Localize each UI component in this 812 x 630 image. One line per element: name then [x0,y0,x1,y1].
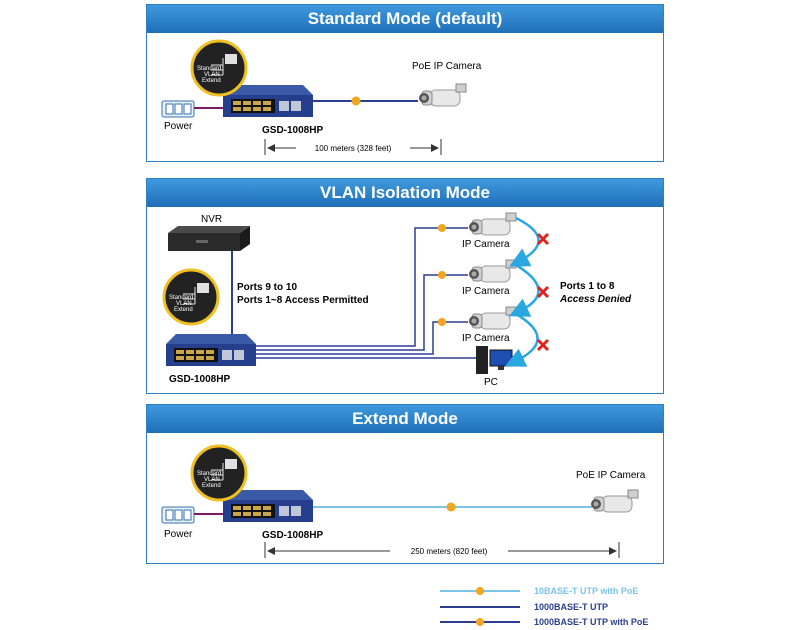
standard-power-outlet [161,100,195,118]
vlan-mode-sw-label-2: VLAN [176,301,192,307]
legend-label-1: 10BASE-T UTP with PoE [534,586,638,596]
standard-switch-label: GSD-1008HP [262,125,323,136]
extend-poe-marker [446,502,456,512]
nvr-icon [168,226,250,251]
vlan-switch-label: GSD-1008HP [169,374,230,385]
vlan-camera-icon-1 [468,212,517,236]
standard-mode-sw-label-3: Extend [202,78,221,84]
extend-switch-label: GSD-1008HP [262,530,323,541]
vlan-camera-icon-2 [468,259,517,283]
vlan-ports-denied-line2: Access Denied [559,294,632,305]
vlan-camera-label-1: IP Camera [462,239,510,250]
vlan-ports-upper-line2: Ports 1~8 Access Permitted [237,295,369,306]
vlan-ports-denied-line1: Ports 1 to 8 [560,281,615,292]
legend: 10BASE-T UTP with PoE 1000BASE-T UTP 100… [440,586,648,627]
standard-power-label: Power [164,121,193,132]
extend-mode-title: Extend Mode [147,405,663,433]
legend-item-1000base: 1000BASE-T UTP [440,602,608,612]
extend-power-outlet [161,506,195,524]
legend-label-2: 1000BASE-T UTP [534,602,608,612]
vlan-camera-icon-3 [468,306,517,330]
legend-item-1000base-poe: 1000BASE-T UTP with PoE [440,617,648,627]
legend-label-3: 1000BASE-T UTP with PoE [534,617,648,627]
extend-distance-label: 250 meters (820 feet) [411,547,488,556]
standard-camera-icon [418,83,467,107]
standard-poe-marker [351,96,361,106]
extend-camera-icon [590,489,639,513]
extend-power-label: Power [164,529,193,540]
vlan-ports-upper-line1: Ports 9 to 10 [237,282,297,293]
vlan-camera-label-3: IP Camera [462,333,510,344]
vlan-uplink-cables [256,227,478,359]
extend-mode-sw-label-1: Standard [197,471,221,477]
vlan-mode-title: VLAN Isolation Mode [147,179,663,207]
vlan-camera-label-2: IP Camera [462,286,510,297]
standard-camera-label: PoE IP Camera [412,61,482,72]
standard-mode-sw-label-2: VLAN [204,72,220,78]
vlan-switch [166,334,256,366]
vlan-mode-sw-label-1: Standard [169,295,193,301]
standard-distance-label: 100 meters (328 feet) [315,144,392,153]
legend-item-10base: 10BASE-T UTP with PoE [440,586,638,596]
extend-mode-sw-label-3: Extend [202,483,221,489]
vlan-poe-marker-1 [438,224,446,232]
pc-icon [476,346,513,374]
pc-label: PC [484,377,498,388]
vlan-deny-marks [536,232,550,352]
standard-mode-title: Standard Mode (default) [147,5,663,33]
extend-mode-sw-label-2: VLAN [204,477,220,483]
extend-camera-label: PoE IP Camera [576,470,646,481]
vlan-deny-arrows [504,216,540,367]
standard-mode-sw-label-1: Standard [197,66,221,72]
extend-mode-panel: Extend Mode [146,404,664,564]
vlan-poe-marker-2 [438,271,446,279]
vlan-poe-marker-3 [438,318,446,326]
nvr-label: NVR [201,214,222,225]
vlan-mode-sw-label-3: Extend [174,307,193,313]
